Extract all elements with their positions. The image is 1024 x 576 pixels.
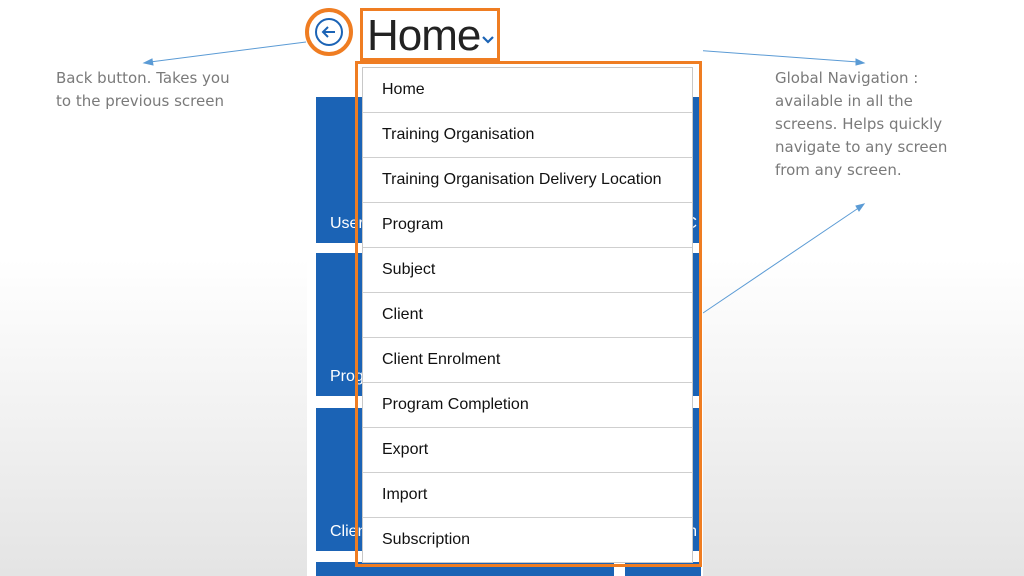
nav-item-client[interactable]: Client xyxy=(363,292,692,337)
title-annotation-arrowhead xyxy=(855,58,866,66)
nav-item-subscription[interactable]: Subscription xyxy=(363,517,692,562)
global-nav-menu: Home Training Organisation Training Orga… xyxy=(362,67,693,563)
nav-item-program[interactable]: Program xyxy=(363,202,692,247)
back-annotation-arrow xyxy=(149,41,307,63)
arrow-left-circle-icon xyxy=(315,18,343,46)
tile-label: Progr xyxy=(330,368,370,385)
back-button-annotation: Back button. Takes you to the previous s… xyxy=(56,69,230,110)
nav-item-export[interactable]: Export xyxy=(363,427,692,472)
nav-item-client-enrolment[interactable]: Client Enrolment xyxy=(363,337,692,382)
global-nav-toggle[interactable]: Home xyxy=(360,8,500,61)
back-annotation-arrowhead xyxy=(142,58,154,66)
nav-item-subject[interactable]: Subject xyxy=(363,247,692,292)
nav-item-training-organisation[interactable]: Training Organisation xyxy=(363,112,692,157)
nav-item-import[interactable]: Import xyxy=(363,472,692,517)
chevron-down-icon xyxy=(482,36,494,44)
menu-annotation-arrow xyxy=(702,206,861,314)
nav-item-program-completion[interactable]: Program Completion xyxy=(363,382,692,427)
nav-item-home[interactable]: Home xyxy=(382,81,425,98)
dropdown-highlight xyxy=(355,61,702,567)
back-button[interactable] xyxy=(305,8,353,56)
menu-annotation-arrowhead xyxy=(855,203,866,212)
nav-item-training-organisation-delivery-location[interactable]: Training Organisation Delivery Location xyxy=(363,157,692,202)
page-title: Home xyxy=(367,11,481,60)
global-nav-annotation: Global Navigation : available in all the… xyxy=(775,69,948,179)
